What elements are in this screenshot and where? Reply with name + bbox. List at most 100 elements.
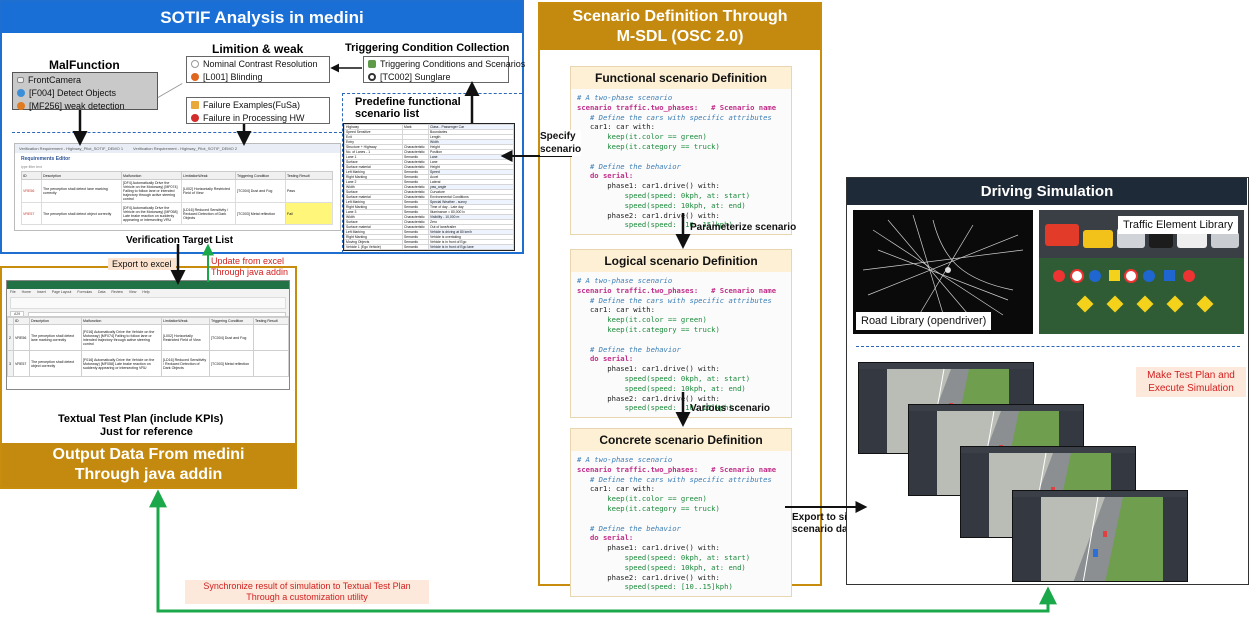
excel-ribbon[interactable]: File Home Insert Page Layout Formulas Data Rev… [7, 289, 289, 317]
update-excel-label: Update from excel Through java addin [211, 256, 289, 277]
code-line [577, 514, 785, 524]
simulation-screenshot[interactable] [1012, 490, 1188, 582]
cell-description[interactable]: The perception shall detect object corre… [29, 350, 82, 377]
malfunction-item[interactable]: [F004] Detect Objects [13, 86, 157, 99]
limitation-item[interactable]: [L001] Blinding [187, 70, 329, 83]
malfunction-item[interactable]: [MF256] weak detection [13, 99, 157, 112]
code-line: phase1: car1.drive() with: [577, 543, 720, 553]
excel-tab[interactable]: View [128, 290, 137, 294]
col-header[interactable]: Description [29, 317, 82, 325]
cell-result[interactable]: Fail [285, 202, 333, 225]
table-row[interactable]: 2 VRE56 The perception shall detect lane… [7, 324, 289, 351]
list-cell: Characteristic [402, 224, 429, 230]
cell-malfunction[interactable]: [F016] Automatically Drive the Vehicle o… [81, 324, 162, 351]
col-header[interactable]: Malfunction [121, 171, 182, 180]
failure-item[interactable]: Failure in Processing HW [187, 111, 329, 124]
excel-tab[interactable]: Page Layout [51, 290, 72, 294]
list-cell: Characteristic [402, 164, 429, 170]
traffic-library-label: Traffic Element Library [1117, 216, 1238, 234]
excel-window[interactable]: File Home Insert Page Layout Formulas Data Rev… [6, 280, 290, 390]
req-tab[interactable]: Verification Requirement - Highway_Pilot… [19, 146, 124, 151]
code-line: speed(speed: [10..15]kph) [577, 403, 733, 413]
col-header[interactable]: Triggering Condition [235, 171, 286, 180]
driving-simulation-title: Driving Simulation [847, 178, 1247, 205]
col-header[interactable]: LimitationWeak [181, 171, 236, 180]
excel-tab[interactable]: Help [142, 290, 150, 294]
failure-item[interactable]: Failure Examples(FuSa) [187, 98, 329, 111]
table-row[interactable]: VRE57 The perception shall detect object… [21, 202, 333, 225]
col-header[interactable]: Malfunction [81, 317, 162, 325]
cell-result[interactable] [253, 324, 289, 351]
req-table: ID Description Malfunction LimitationWea… [21, 171, 333, 225]
cell-triggering[interactable]: [TC003] Metal reflection [209, 350, 254, 377]
traffic-element-library-image[interactable]: Traffic Element Library [1039, 210, 1244, 334]
col-header[interactable]: Testing Result [285, 171, 333, 180]
excel-sheet[interactable]: ID Description Malfunction LimitationWea… [7, 317, 289, 377]
functional-scenario-box[interactable]: Functional scenario Definition # A two-p… [570, 66, 792, 236]
cell-id[interactable]: VRE56 [13, 324, 30, 351]
excel-toolbar[interactable] [10, 297, 286, 309]
cell-triggering[interactable]: [TC004] Dust and Fog [209, 324, 254, 351]
col-header[interactable]: Triggering Condition [209, 317, 254, 325]
code-line: # A two-phase scenario [577, 455, 673, 464]
malfunction-box[interactable]: FrontCamera [F004] Detect Objects [MF256… [12, 72, 158, 112]
triggering-item[interactable]: Triggering Conditions and Scenarios [364, 57, 525, 70]
table-header: ID Description Malfunction LimitationWea… [7, 317, 289, 325]
excel-tab[interactable]: File [10, 290, 16, 294]
list-item[interactable]: Class = Passenger CarCharacteristicVehic… [344, 249, 514, 250]
excel-tab[interactable]: Formulas [77, 290, 92, 294]
concrete-scenario-title: Concrete scenario Definition [571, 429, 791, 451]
code-line: # Define the cars with specific attribut… [577, 112, 772, 122]
formula-bar[interactable] [28, 311, 286, 317]
code-line: do serial: [577, 354, 634, 364]
triggering-box[interactable]: Triggering Conditions and Scenarios [TC0… [363, 56, 525, 83]
excel-tab[interactable]: Insert [36, 290, 46, 294]
col-header[interactable]: LimitationWeak [161, 317, 210, 325]
excel-tab[interactable]: Review [111, 290, 123, 294]
table-row[interactable]: VRE56 The perception shall detect lane m… [21, 179, 333, 203]
cell-limitation[interactable]: [L002] Horizontally Restricted Field of … [161, 324, 210, 351]
col-header[interactable]: ID [21, 171, 42, 180]
road-library-image[interactable]: Road Library (opendriver) [853, 210, 1033, 334]
col-header[interactable]: Testing Result [253, 317, 289, 325]
cell-description[interactable]: The perception shall detect lane marking… [29, 324, 82, 351]
req-tab[interactable]: Verification Requirement - Highway_Pilot… [133, 146, 238, 151]
col-header[interactable]: Description [41, 171, 122, 180]
excel-tabs[interactable]: File Home Insert Page Layout Formulas Data Rev… [10, 290, 286, 294]
malfunction-heading: MalFunction [49, 58, 120, 72]
excel-tab[interactable]: Home [21, 290, 31, 294]
cell-reference[interactable]: A29 [10, 311, 25, 317]
req-filter[interactable]: type filter text [21, 165, 42, 169]
req-title: Requirements Editor [21, 156, 71, 162]
limitation-item[interactable]: Nominal Contrast Resolution [187, 57, 329, 70]
excel-tab[interactable]: Data [98, 290, 106, 294]
cell-result[interactable]: Pass [285, 179, 333, 203]
cell-id[interactable]: VRE57 [13, 350, 30, 377]
limitation-box[interactable]: Nominal Contrast Resolution [L001] Blind… [186, 56, 330, 83]
list-cell: Characteristic [402, 219, 429, 225]
table-row[interactable]: 3 VRE57 The perception shall detect obje… [7, 350, 289, 377]
col-header[interactable]: ID [13, 317, 30, 325]
code-line [577, 152, 785, 162]
cell-result[interactable] [253, 350, 289, 377]
concrete-scenario-box[interactable]: Concrete scenario Definition # A two-pha… [570, 428, 792, 598]
logical-scenario-box[interactable]: Logical scenario Definition # A two-phas… [570, 249, 792, 419]
malfunction-item[interactable]: FrontCamera [13, 73, 157, 86]
code-line: car1: car with: [577, 305, 655, 315]
output-footer: Output Data From medini Through java add… [2, 443, 295, 487]
cell-malfunction[interactable]: [F016] Automatically Drive the Vehicle o… [81, 350, 162, 377]
code-line: phase1: car1.drive() with: [577, 181, 720, 191]
list-cell: Vehicle is accelerating [428, 249, 514, 250]
requirements-editor[interactable]: Verification Requirement - Highway_Pilot… [14, 143, 341, 231]
cell-limitation[interactable]: [LD16] Reduced Sensitivity / Reduced Det… [161, 350, 210, 377]
req-tab-bar[interactable]: Verification Requirement - Highway_Pilot… [15, 144, 340, 153]
failure-box[interactable]: Failure Examples(FuSa) Failure in Proces… [186, 97, 330, 124]
predefine-label: Predefine functional scenario list [355, 96, 461, 120]
triggering-item[interactable]: [TC002] Sunglare [364, 70, 508, 83]
code-line: speed(speed: [10..15]kph) [577, 582, 733, 592]
